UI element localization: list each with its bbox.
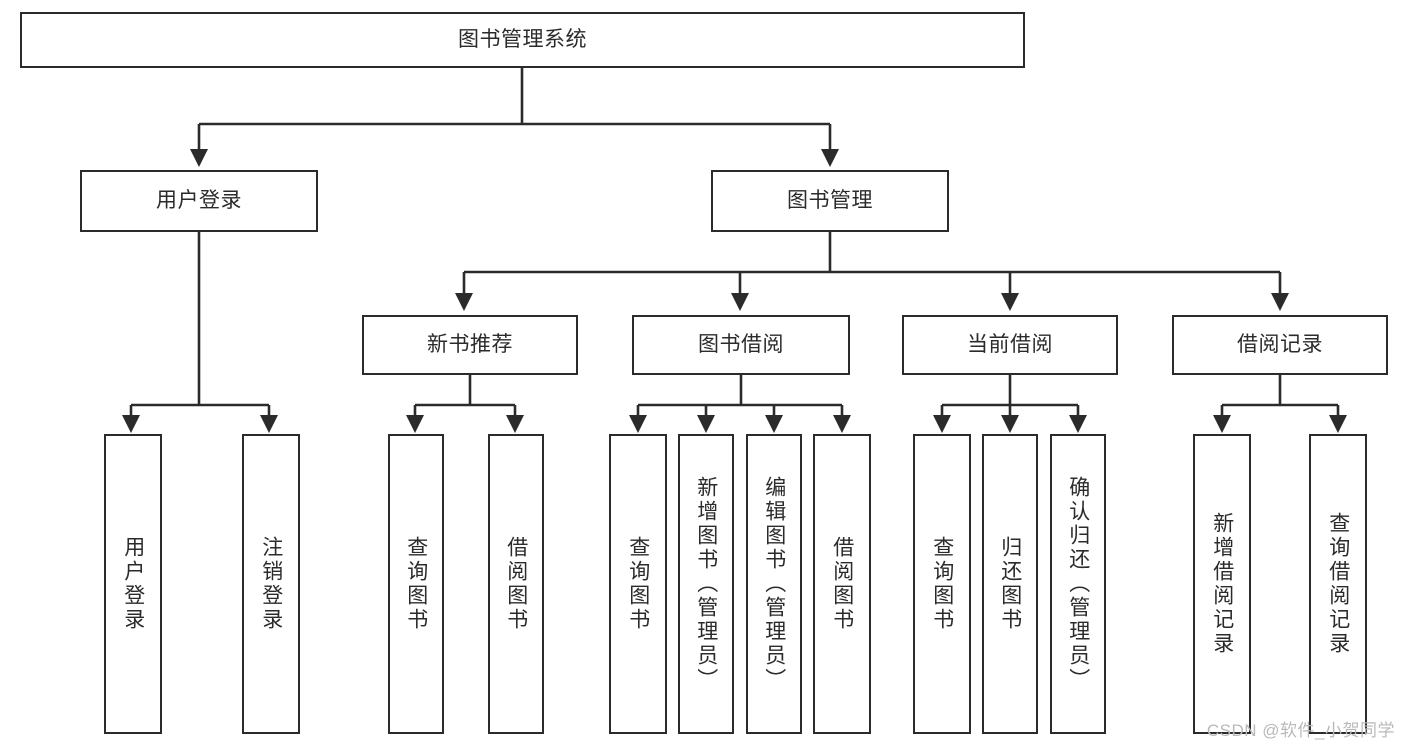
leaf-user-login-signin[interactable]: 用户登录: [104, 434, 162, 734]
node-book-borrow-label: 图书借阅: [698, 333, 784, 357]
leaf-current-return-book[interactable]: 归还图书: [982, 434, 1038, 734]
leaf-new-book-borrow[interactable]: 借阅图书: [488, 434, 544, 734]
leaf-user-login-signin-label: 用户登录: [121, 536, 145, 632]
node-user-login[interactable]: 用户登录: [80, 170, 318, 232]
node-new-book-recommend[interactable]: 新书推荐: [362, 315, 578, 375]
watermark-text: CSDN @软件_小贺同学: [1206, 721, 1395, 740]
leaf-new-book-query[interactable]: 查询图书: [388, 434, 444, 734]
leaf-record-query-label: 查询借阅记录: [1326, 512, 1350, 656]
node-book-borrow[interactable]: 图书借阅: [632, 315, 850, 375]
node-borrow-record-label: 借阅记录: [1237, 333, 1323, 357]
node-book-management-label: 图书管理: [787, 189, 873, 213]
node-new-book-recommend-label: 新书推荐: [427, 333, 513, 357]
leaf-current-confirm-return[interactable]: 确认归还（管理员）: [1050, 434, 1106, 734]
node-root-label: 图书管理系统: [458, 28, 587, 52]
leaf-borrow-query-book-label: 查询图书: [626, 536, 650, 632]
leaf-borrow-edit-book-label: 编辑图书（管理员）: [762, 476, 786, 692]
leaf-borrow-borrow-book-label: 借阅图书: [830, 536, 854, 632]
node-borrow-record[interactable]: 借阅记录: [1172, 315, 1388, 375]
leaf-record-query[interactable]: 查询借阅记录: [1309, 434, 1367, 734]
leaf-user-login-signout[interactable]: 注销登录: [242, 434, 300, 734]
leaf-current-query-book-label: 查询图书: [930, 536, 954, 632]
node-user-login-label: 用户登录: [156, 189, 242, 213]
leaf-current-query-book[interactable]: 查询图书: [913, 434, 971, 734]
node-book-management[interactable]: 图书管理: [711, 170, 949, 232]
leaf-record-add[interactable]: 新增借阅记录: [1193, 434, 1251, 734]
leaf-new-book-query-label: 查询图书: [404, 536, 428, 632]
leaf-user-login-signout-label: 注销登录: [259, 536, 283, 632]
leaf-borrow-borrow-book[interactable]: 借阅图书: [813, 434, 871, 734]
node-current-borrow[interactable]: 当前借阅: [902, 315, 1118, 375]
node-root[interactable]: 图书管理系统: [20, 12, 1025, 68]
leaf-current-confirm-return-label: 确认归还（管理员）: [1066, 476, 1090, 692]
leaf-record-add-label: 新增借阅记录: [1210, 512, 1234, 656]
leaf-borrow-edit-book[interactable]: 编辑图书（管理员）: [746, 434, 802, 734]
leaf-borrow-add-book-label: 新增图书（管理员）: [694, 476, 718, 692]
node-current-borrow-label: 当前借阅: [967, 333, 1053, 357]
leaf-borrow-query-book[interactable]: 查询图书: [609, 434, 667, 734]
leaf-borrow-add-book[interactable]: 新增图书（管理员）: [678, 434, 734, 734]
leaf-current-return-book-label: 归还图书: [998, 536, 1022, 632]
leaf-new-book-borrow-label: 借阅图书: [504, 536, 528, 632]
